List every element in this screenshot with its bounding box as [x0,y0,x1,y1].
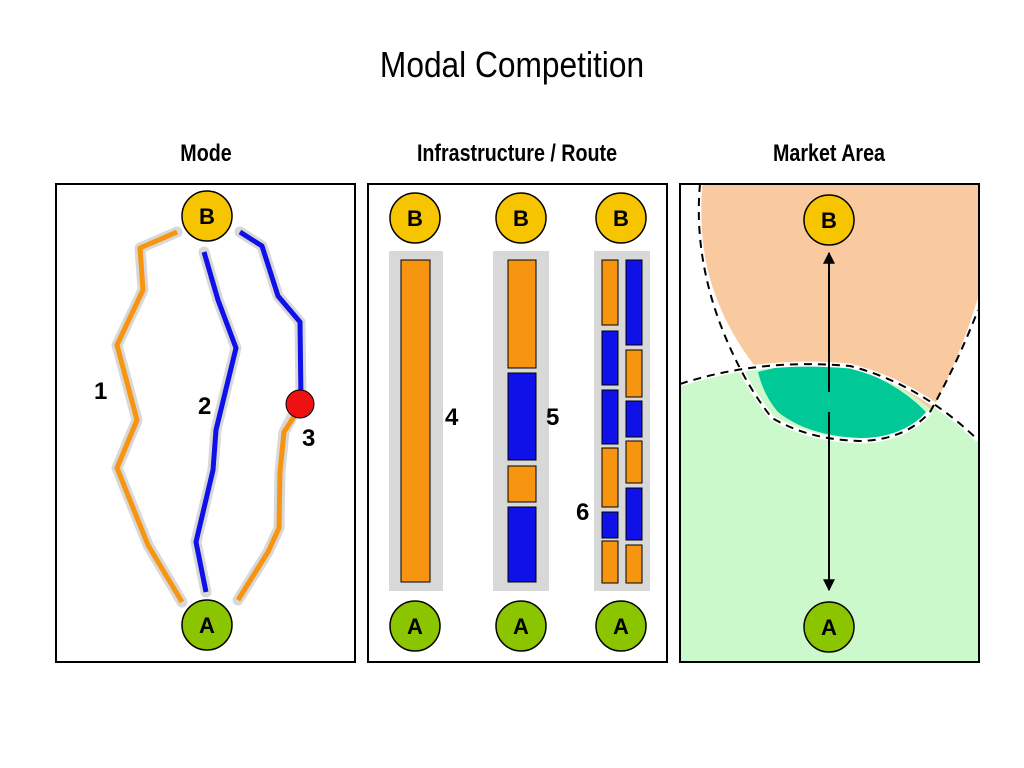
market-b-boundary [697,184,931,443]
svg-text:B: B [513,206,529,231]
market-b-boundary-right [929,309,979,413]
infra-5-label: 5 [546,404,559,431]
panel-title-market: Market Area [773,140,885,167]
route-2-label: 2 [198,393,211,420]
panel-mode: 1 2 3 B A [55,183,356,663]
infra-4-label: 4 [445,404,459,431]
infra-6-left-track [601,259,619,584]
infra-4-orange-bar [400,259,431,583]
route-2-line [193,251,239,593]
market-node-b: B [803,194,855,246]
red-circle-icon [285,389,315,419]
infra-6-node-a: A [595,600,647,652]
market-a-boundary [680,363,979,441]
panel-title-mode: Mode [180,140,232,167]
route-3-label: 3 [302,425,315,452]
market-node-a: A [803,601,855,653]
market-area-overlap [758,364,926,438]
route-1-line [114,229,185,604]
panel-infrastructure: 4 5 6 B B B A A A [367,183,668,663]
svg-text:B: B [821,208,837,233]
panel-market: B A [679,183,980,663]
node-b: B [181,190,233,242]
svg-text:A: A [613,614,629,639]
svg-text:B: B [613,206,629,231]
infra-5-node-b: B [495,192,547,244]
infra-5-segment-4 [507,506,537,583]
infra-5-node-a: A [495,600,547,652]
infra-6-right-track [625,259,643,584]
infra-6-label: 6 [576,499,589,526]
route-3-blue-segment [238,229,304,401]
infra-5-segment-1 [507,259,537,369]
infra-5-segment-3 [507,465,537,503]
node-b-label: B [199,204,215,229]
panel-market-frame [679,183,980,663]
infra-4-node-a: A [389,600,441,652]
infra-6-node-b: B [595,192,647,244]
svg-text:B: B [407,206,423,231]
svg-text:A: A [513,614,529,639]
panel-title-infrastructure: Infrastructure / Route [416,140,618,167]
page-title: Modal Competition [379,44,645,85]
route-3-orange-segment [235,410,300,602]
infra-4-node-b: B [389,192,441,244]
node-a-label: A [199,613,215,638]
node-a: A [181,599,233,651]
market-area-b [700,184,978,410]
infra-5-segment-2 [507,372,537,461]
svg-text:A: A [821,615,837,640]
route-1-label: 1 [94,378,107,405]
svg-text:A: A [407,614,423,639]
